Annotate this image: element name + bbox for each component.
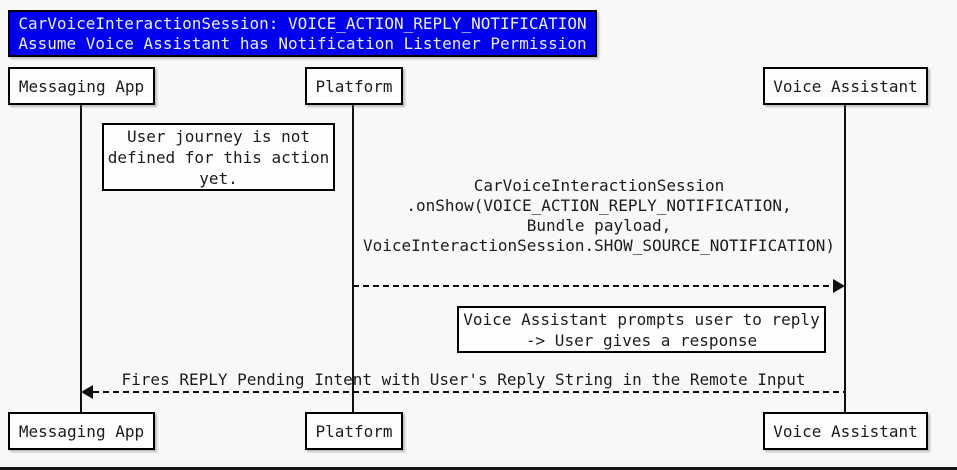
arrowhead-left-icon xyxy=(81,385,93,399)
participant-label: Voice Assistant xyxy=(773,76,918,96)
diagram-title-banner: CarVoiceInteractionSession: VOICE_ACTION… xyxy=(8,10,597,57)
message-reply-intent-arrow-line xyxy=(93,391,845,393)
message-reply-intent-label: Fires REPLY Pending Intent with User's R… xyxy=(82,370,845,390)
lifeline-voice-assistant xyxy=(844,105,846,413)
title-line-1: CarVoiceInteractionSession: VOICE_ACTION… xyxy=(18,13,587,33)
arrowhead-right-icon xyxy=(833,279,845,293)
note-voice-assistant-prompts: Voice Assistant prompts user to reply ->… xyxy=(457,306,826,353)
participant-voice-assistant-top: Voice Assistant xyxy=(763,67,928,105)
participant-messaging-app-bottom: Messaging App xyxy=(8,412,155,450)
note-line: defined for this action xyxy=(107,147,330,167)
participant-platform-top: Platform xyxy=(305,67,403,105)
participant-label: Messaging App xyxy=(18,421,145,441)
participant-label: Platform xyxy=(315,76,393,96)
participant-label: Platform xyxy=(315,421,393,441)
message-onshow-label: CarVoiceInteractionSession .onShow(VOICE… xyxy=(353,176,845,256)
lifeline-platform xyxy=(352,105,354,413)
participant-label: Voice Assistant xyxy=(773,421,918,441)
message-line: Fires REPLY Pending Intent with User's R… xyxy=(121,370,806,389)
message-line: Bundle payload, xyxy=(526,216,672,235)
participant-messaging-app-top: Messaging App xyxy=(8,67,155,105)
lifeline-messaging-app xyxy=(80,105,82,413)
note-line: yet. xyxy=(199,168,238,188)
title-line-2: Assume Voice Assistant has Notification … xyxy=(18,33,587,53)
participant-platform-bottom: Platform xyxy=(305,412,403,450)
note-line: User journey is not xyxy=(126,126,311,146)
viewport-bottom-edge xyxy=(0,467,957,470)
note-line: -> User gives a response xyxy=(525,330,758,350)
note-user-journey: User journey is not defined for this act… xyxy=(102,123,335,191)
message-onshow-arrow-line xyxy=(353,285,834,287)
message-line: VoiceInteractionSession.SHOW_SOURCE_NOTI… xyxy=(362,236,835,255)
participant-label: Messaging App xyxy=(18,76,145,96)
note-line: Voice Assistant prompts user to reply xyxy=(463,309,820,329)
message-line: CarVoiceInteractionSession xyxy=(473,176,725,195)
message-line: .onShow(VOICE_ACTION_REPLY_NOTIFICATION, xyxy=(406,196,792,215)
participant-voice-assistant-bottom: Voice Assistant xyxy=(763,412,928,450)
